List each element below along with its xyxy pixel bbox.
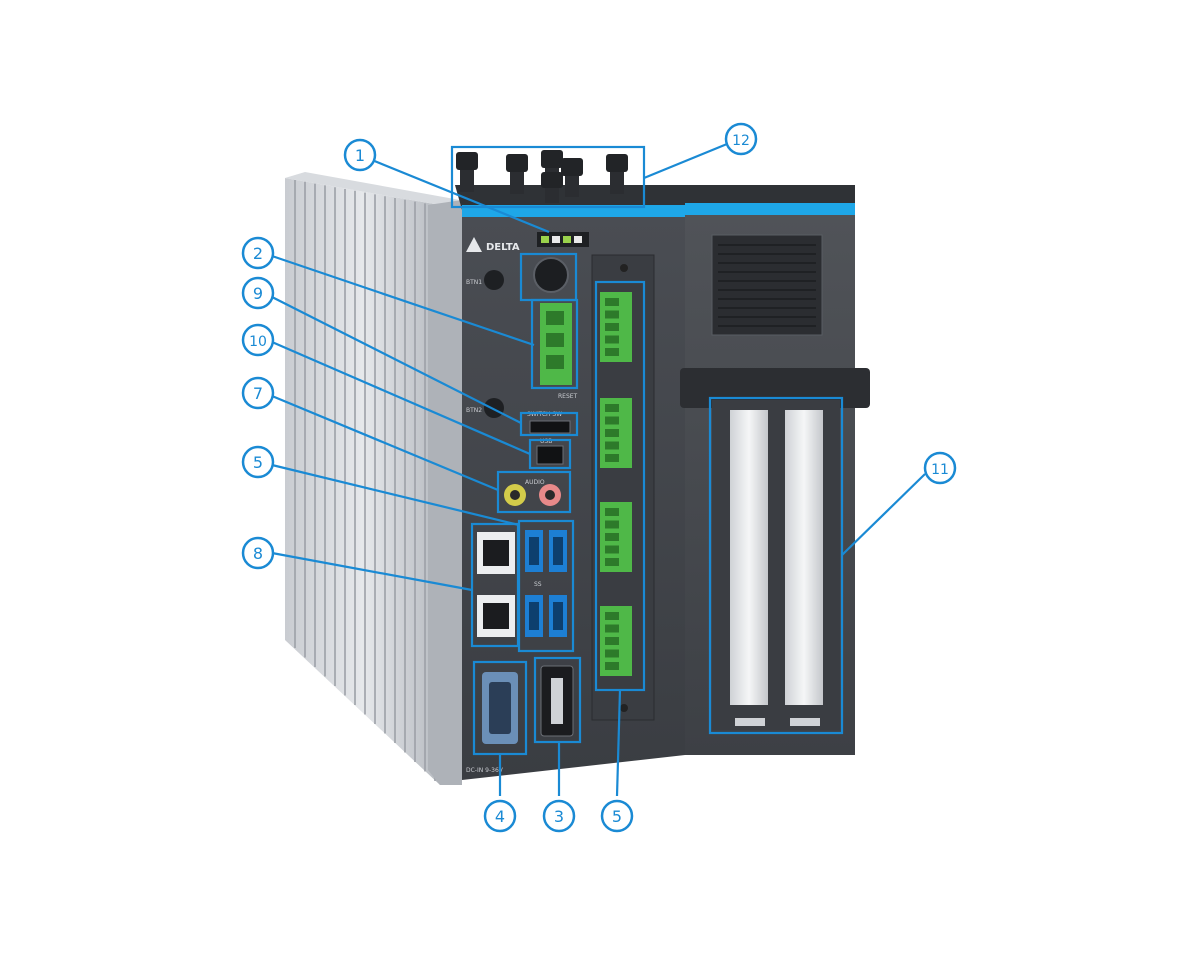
audio-label: AUDIO <box>525 479 545 486</box>
leader-lines <box>271 142 926 797</box>
antenna-connectors <box>456 150 628 203</box>
callout-number: 5 <box>253 453 263 472</box>
led-indicator <box>552 236 560 243</box>
callout-number: 4 <box>495 807 505 826</box>
delta-logo-icon <box>466 237 482 252</box>
function-button-2[interactable] <box>484 398 504 418</box>
power-button[interactable] <box>533 257 569 293</box>
reset-label: RESET <box>558 393 578 400</box>
callout-circle <box>343 138 377 172</box>
lan-port[interactable] <box>477 595 515 637</box>
callout-circle <box>241 323 275 357</box>
antenna-connector <box>606 154 628 194</box>
callout-circle <box>542 799 576 833</box>
callout-circle <box>923 451 957 485</box>
usb-otg-port[interactable] <box>536 445 564 465</box>
callout-c11: 11 <box>923 451 957 485</box>
usb-label: USB <box>540 438 552 445</box>
callout-number: 7 <box>253 384 263 403</box>
usb3-port[interactable] <box>549 595 567 637</box>
callout-number: 1 <box>355 146 365 165</box>
vga-port[interactable] <box>482 672 518 744</box>
callout-c3: 3 <box>542 799 576 833</box>
callout-c5b: 5 <box>600 799 634 833</box>
callout-c12: 12 <box>724 122 758 156</box>
expansion-box-outline <box>708 396 844 735</box>
function-button-1[interactable] <box>484 270 504 290</box>
io-terminal-block[interactable] <box>600 398 632 468</box>
callout-circle <box>483 799 517 833</box>
callout-c5a: 5 <box>241 445 275 479</box>
accent-stripe-right <box>685 203 855 215</box>
callout-circle <box>241 276 275 310</box>
switch-box <box>519 411 579 437</box>
usb3-port[interactable] <box>525 530 543 572</box>
expansion-box <box>680 215 870 755</box>
callout-circle <box>241 445 275 479</box>
callout-circle <box>724 122 758 156</box>
antenna-connector <box>456 152 478 192</box>
io-terminal-block[interactable] <box>600 502 632 572</box>
callout-c1: 1 <box>343 138 377 172</box>
dc-in-label: DC-IN 9-36V <box>466 767 504 774</box>
callout-c9: 9 <box>241 276 275 310</box>
callout-c8: 8 <box>241 536 275 570</box>
callout-number: 9 <box>253 284 263 303</box>
callout-boxes <box>450 145 844 756</box>
usb3-port[interactable] <box>525 595 543 637</box>
expansion-slot-cover[interactable] <box>730 410 768 705</box>
lan-box <box>470 522 520 648</box>
vent-grille <box>711 234 823 336</box>
callout-c7: 7 <box>241 376 275 410</box>
usb3-label: SS <box>534 581 542 588</box>
callout-number: 8 <box>253 544 263 563</box>
callout-number: 3 <box>554 807 564 826</box>
callout-number: 12 <box>732 133 750 149</box>
switch-port[interactable] <box>529 420 571 434</box>
lan-port[interactable] <box>477 532 515 574</box>
led-indicator <box>574 236 582 243</box>
callout-circle <box>241 376 275 410</box>
hdmi-port[interactable] <box>540 665 574 737</box>
callout-c10: 10 <box>241 323 275 357</box>
callout-number: 10 <box>249 334 267 350</box>
heatsink-side <box>285 172 462 785</box>
callout-number: 2 <box>253 244 263 263</box>
callout-circle <box>600 799 634 833</box>
brand-text: DELTA <box>486 242 520 253</box>
switch-label: SWITCH SW <box>527 411 562 418</box>
io-terminal-block[interactable] <box>600 292 632 362</box>
btn1-label: BTN1 <box>466 279 482 286</box>
audio-box <box>496 470 572 514</box>
callout-circle <box>241 236 275 270</box>
btn2-label: BTN2 <box>466 407 482 414</box>
antenna-connector <box>561 158 583 197</box>
callout-c4: 4 <box>483 799 517 833</box>
callout-number: 11 <box>931 462 949 478</box>
led-indicator <box>563 236 571 243</box>
antenna-connector <box>541 172 563 203</box>
hdmi-box <box>533 656 582 744</box>
io-terminal-block[interactable] <box>600 606 632 676</box>
usb3-port[interactable] <box>549 530 567 572</box>
callout-circle <box>241 536 275 570</box>
callout-number: 5 <box>612 807 622 826</box>
antenna-connector <box>506 154 528 194</box>
expansion-slot-cover[interactable] <box>785 410 823 705</box>
led-indicator <box>541 236 549 243</box>
callout-c2: 2 <box>241 236 275 270</box>
